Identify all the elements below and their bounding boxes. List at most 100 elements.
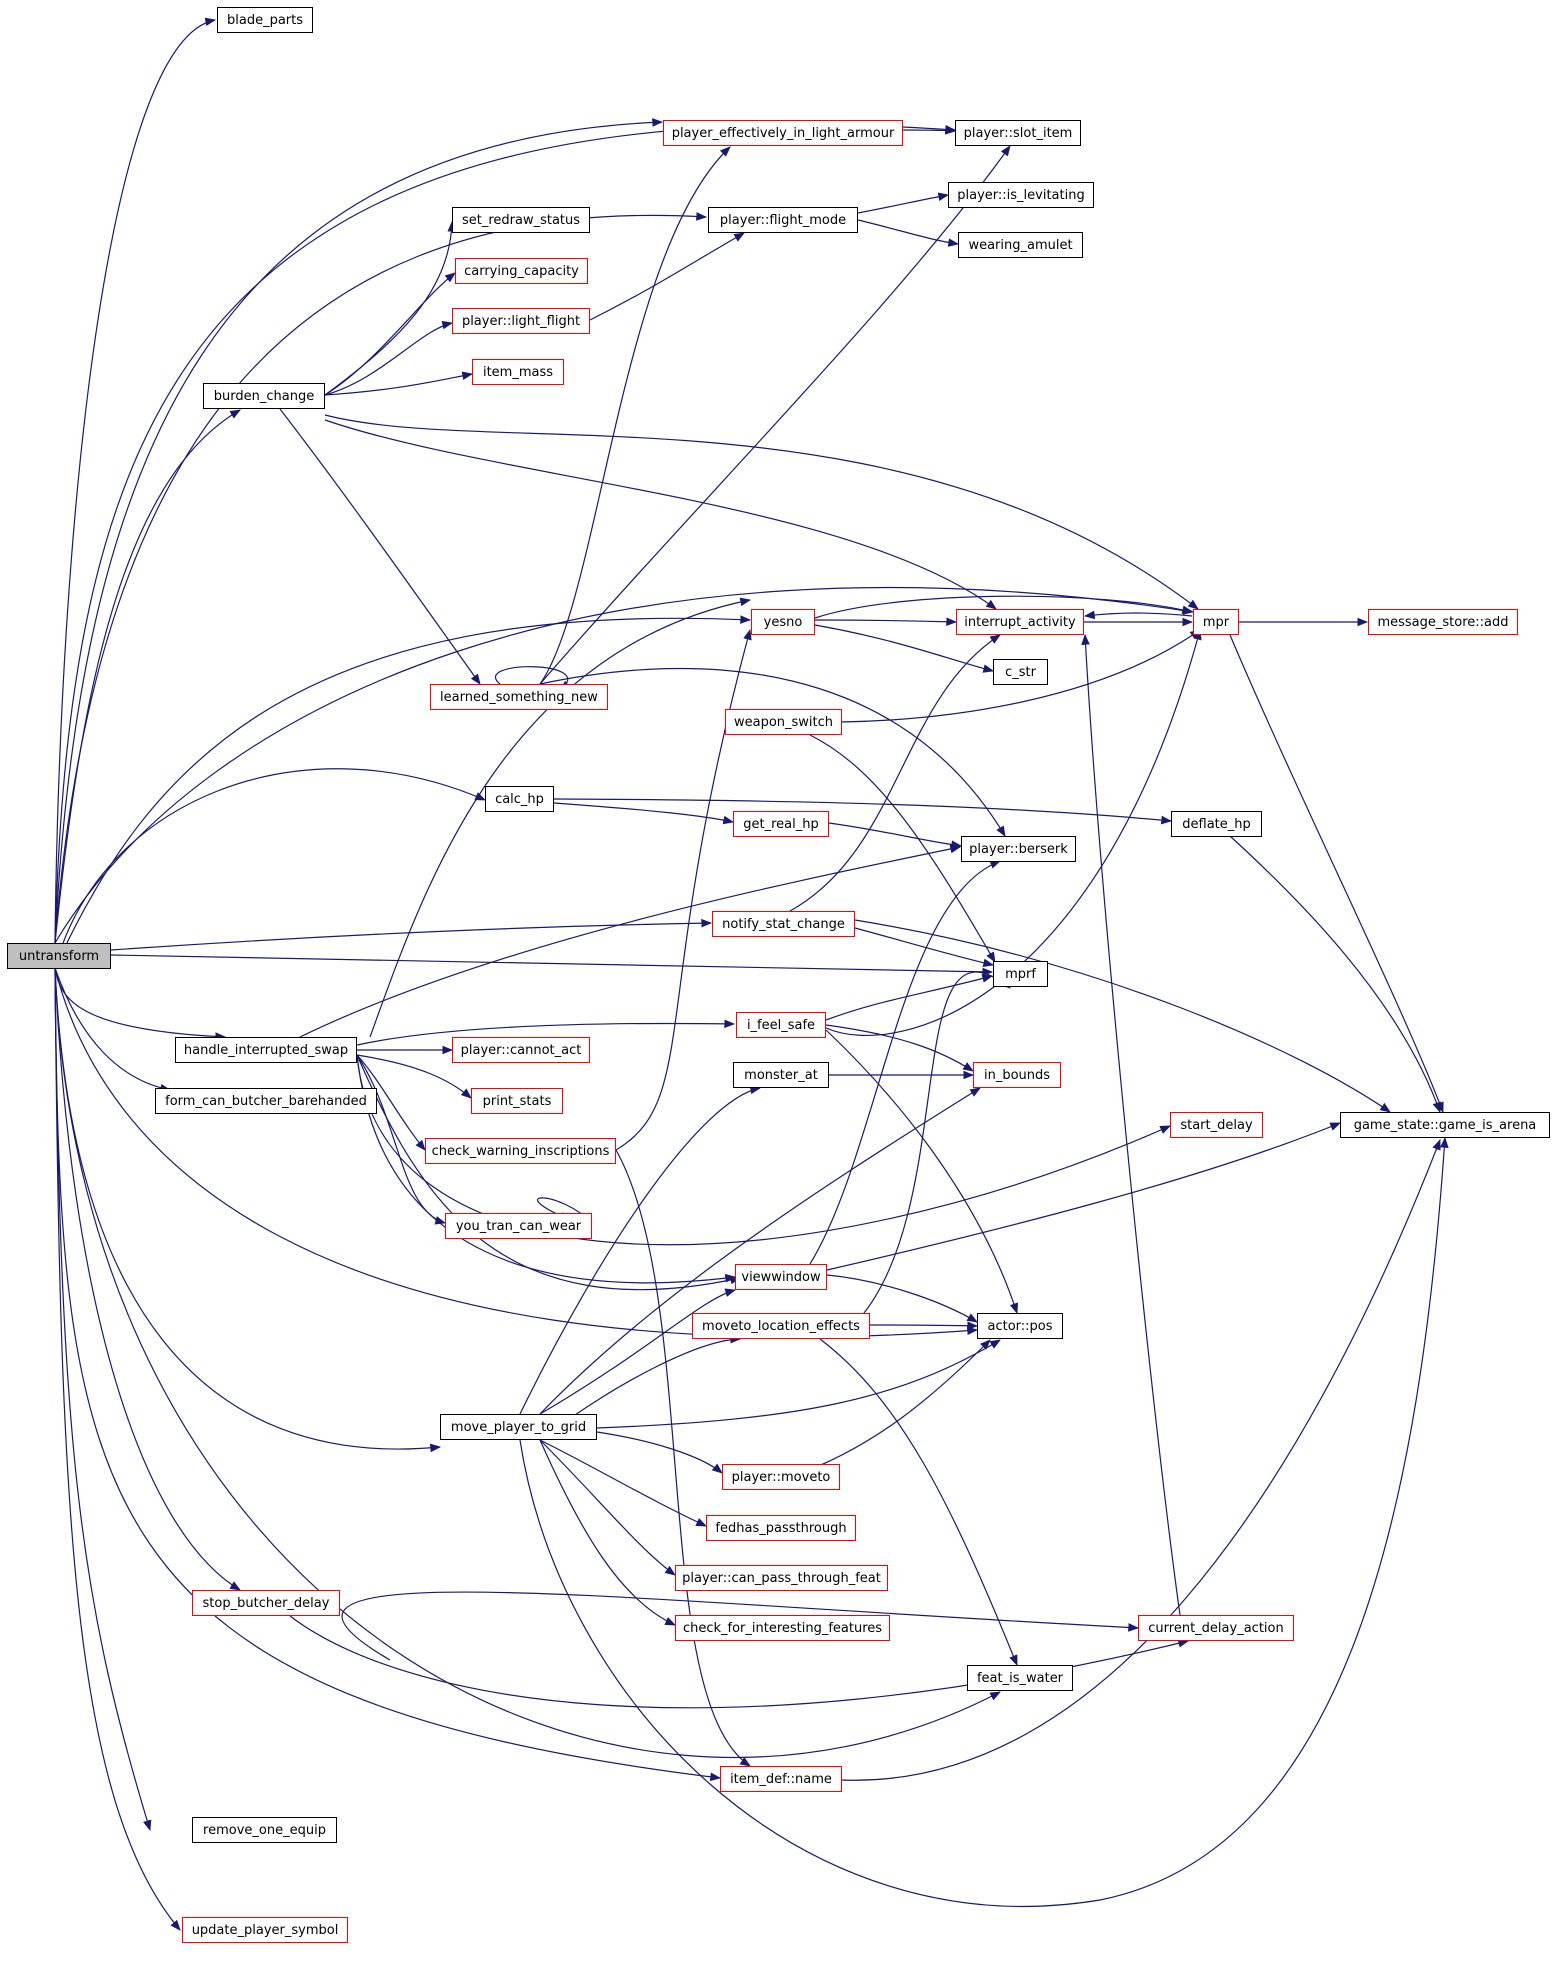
node-check-for-interesting-features[interactable]: check_for_interesting_features: [675, 1615, 890, 1641]
node-blade-parts[interactable]: blade_parts: [217, 7, 313, 33]
node-deflate-hp[interactable]: deflate_hp: [1171, 811, 1262, 837]
node-in-bounds[interactable]: in_bounds: [973, 1062, 1061, 1088]
node-player-effectively-in-light-armour[interactable]: player_effectively_in_light_armour: [663, 120, 903, 146]
node-handle-interrupted-swap[interactable]: handle_interrupted_swap: [175, 1037, 357, 1063]
call-edge: [356, 1054, 426, 1151]
node-monster-at[interactable]: monster_at: [733, 1062, 829, 1088]
call-edge: [54, 118, 664, 944]
call-edge: [814, 595, 1194, 619]
node-notify-stat-change[interactable]: notify_stat_change: [712, 911, 855, 937]
call-edge: [341, 1591, 1140, 1661]
node-burden-change[interactable]: burden_change: [203, 383, 325, 409]
node-moveto-location-effects[interactable]: moveto_location_effects: [692, 1313, 870, 1339]
node-player-can-pass-through-feat[interactable]: player::can_pass_through_feat: [675, 1565, 888, 1591]
node-move-player-to-grid[interactable]: move_player_to_grid: [440, 1414, 597, 1440]
call-edge: [1229, 835, 1441, 1114]
node-c-str[interactable]: c_str: [993, 659, 1048, 685]
call-edge: [54, 212, 708, 944]
call-edge: [324, 272, 456, 396]
call-edge: [857, 219, 960, 247]
call-edge: [539, 1087, 981, 1415]
call-edge: [54, 967, 241, 1591]
call-edge: [809, 860, 1002, 1265]
node-yesno[interactable]: yesno: [751, 609, 815, 635]
node-actor-pos[interactable]: actor::pos: [977, 1313, 1063, 1339]
node-player-cannot-act[interactable]: player::cannot_act: [452, 1037, 590, 1063]
call-edge: [615, 628, 752, 1151]
call-edge: [369, 597, 752, 1038]
node-calc-hp[interactable]: calc_hp: [485, 786, 554, 812]
node-player-is-levitating[interactable]: player::is_levitating: [948, 182, 1094, 208]
call-edge: [819, 1338, 1018, 1667]
node-item-mass[interactable]: item_mass: [472, 359, 564, 385]
call-edge: [828, 822, 963, 849]
node-i-feel-safe[interactable]: i_feel_safe: [736, 1012, 826, 1038]
node-player-berserk[interactable]: player::berserk: [961, 836, 1076, 862]
call-edge: [539, 1439, 676, 1626]
call-edge: [324, 371, 474, 396]
node-untransform[interactable]: untransform: [7, 943, 111, 969]
node-mprf[interactable]: mprf: [993, 961, 1048, 987]
call-edge: [54, 409, 241, 944]
call-edge: [110, 918, 713, 951]
node-interrupt-activity[interactable]: interrupt_activity: [956, 609, 1084, 635]
node-player-flight-mode[interactable]: player::flight_mode: [708, 207, 858, 233]
call-edge: [356, 1054, 742, 1291]
call-edge: [789, 1339, 991, 1478]
node-update-player-symbol[interactable]: update_player_symbol: [182, 1917, 348, 1943]
call-edge: [857, 192, 950, 214]
node-check-warning-inscriptions[interactable]: check_warning_inscriptions: [425, 1138, 616, 1164]
call-edge: [841, 629, 1201, 723]
node-you-tran-can-wear[interactable]: you_tran_can_wear: [445, 1213, 592, 1239]
node-player-slot-item[interactable]: player::slot_item: [955, 120, 1081, 146]
call-edge: [324, 414, 1199, 610]
call-edge: [539, 1439, 676, 1576]
call-edge: [54, 967, 181, 1931]
call-edge: [826, 1122, 1342, 1271]
node-viewwindow[interactable]: viewwindow: [735, 1264, 827, 1290]
node-message-store-add[interactable]: message_store::add: [1368, 609, 1518, 635]
call-edge: [553, 798, 1173, 825]
node-weapon-switch[interactable]: weapon_switch: [725, 709, 842, 735]
call-edge: [589, 232, 745, 321]
node-player-moveto[interactable]: player::moveto: [722, 1464, 840, 1490]
node-wearing-amulet[interactable]: wearing_amulet: [958, 232, 1083, 258]
call-edge: [54, 967, 172, 1093]
node-mpr[interactable]: mpr: [1193, 609, 1239, 635]
call-edge: [539, 667, 1006, 837]
call-edge: [54, 768, 486, 969]
call-edge: [825, 1024, 974, 1072]
call-edge: [356, 1054, 472, 1099]
call-edge: [902, 126, 957, 135]
call-edge: [54, 967, 227, 1041]
node-remove-one-equip[interactable]: remove_one_equip: [192, 1817, 337, 1843]
node-get-real-hp[interactable]: get_real_hp: [733, 811, 829, 837]
node-print-stats[interactable]: print_stats: [471, 1088, 563, 1114]
node-set-redraw-status[interactable]: set_redraw_status: [452, 207, 590, 233]
node-item-def-name[interactable]: item_def::name: [720, 1766, 842, 1792]
call-edge: [356, 1019, 736, 1046]
node-start-delay[interactable]: start_delay: [1170, 1112, 1263, 1138]
node-game-state-game-is-arena[interactable]: game_state::game_is_arena: [1340, 1112, 1550, 1138]
call-edge: [596, 1431, 723, 1474]
call-edge: [356, 1054, 737, 1284]
call-edge: [54, 967, 1001, 1759]
call-edge: [324, 220, 457, 396]
node-player-light-flight[interactable]: player::light_flight: [452, 308, 590, 334]
call-edge: [299, 844, 962, 1038]
call-edge: [536, 1197, 593, 1224]
node-feat-is-water[interactable]: feat_is_water: [967, 1665, 1073, 1691]
call-edge: [54, 17, 217, 944]
call-edge: [539, 1288, 737, 1415]
node-current-delay-action[interactable]: current_delay_action: [1138, 1615, 1294, 1641]
call-edge: [54, 124, 957, 944]
node-stop-butcher-delay[interactable]: stop_butcher_delay: [192, 1590, 340, 1616]
call-edge: [110, 954, 994, 977]
call-edge: [519, 1085, 762, 1415]
node-form-can-butcher-barehanded[interactable]: form_can_butcher_barehanded: [155, 1088, 377, 1114]
call-edge: [279, 408, 481, 685]
node-learned-something-new[interactable]: learned_something_new: [430, 684, 608, 710]
node-fedhas-passthrough[interactable]: fedhas_passthrough: [706, 1515, 856, 1541]
node-carrying-capacity[interactable]: carrying_capacity: [455, 258, 588, 284]
